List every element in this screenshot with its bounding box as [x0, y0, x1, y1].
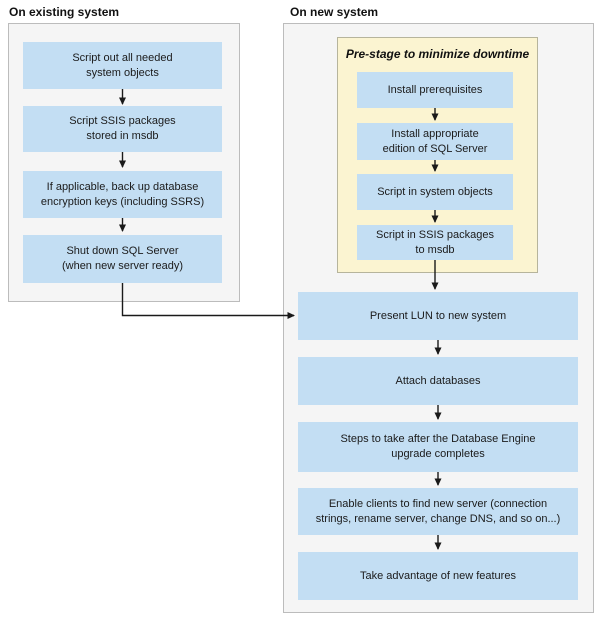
step-script-in-ssis-packages: Script in SSIS packages to msdb [357, 225, 513, 260]
new-system-title: On new system [290, 5, 379, 19]
existing-system-title: On existing system [9, 5, 120, 19]
step-take-advantage-new-features: Take advantage of new features [298, 552, 578, 600]
step-install-prerequisites: Install prerequisites [357, 72, 513, 108]
step-script-ssis-packages: Script SSIS packages stored in msdb [23, 106, 222, 152]
step-script-in-system-objects: Script in system objects [357, 174, 513, 210]
step-enable-clients: Enable clients to find new server (conne… [298, 488, 578, 535]
step-present-lun: Present LUN to new system [298, 292, 578, 340]
step-install-sql-server-edition: Install appropriate edition of SQL Serve… [357, 123, 513, 160]
prestage-group-title: Pre-stage to minimize downtime [345, 47, 530, 61]
step-shut-down-sql-server: Shut down SQL Server (when new server re… [23, 235, 222, 283]
step-attach-databases: Attach databases [298, 357, 578, 405]
step-backup-encryption-keys: If applicable, back up database encrypti… [23, 171, 222, 218]
step-script-out-system-objects: Script out all needed system objects [23, 42, 222, 89]
step-post-upgrade-steps: Steps to take after the Database Engine … [298, 422, 578, 472]
